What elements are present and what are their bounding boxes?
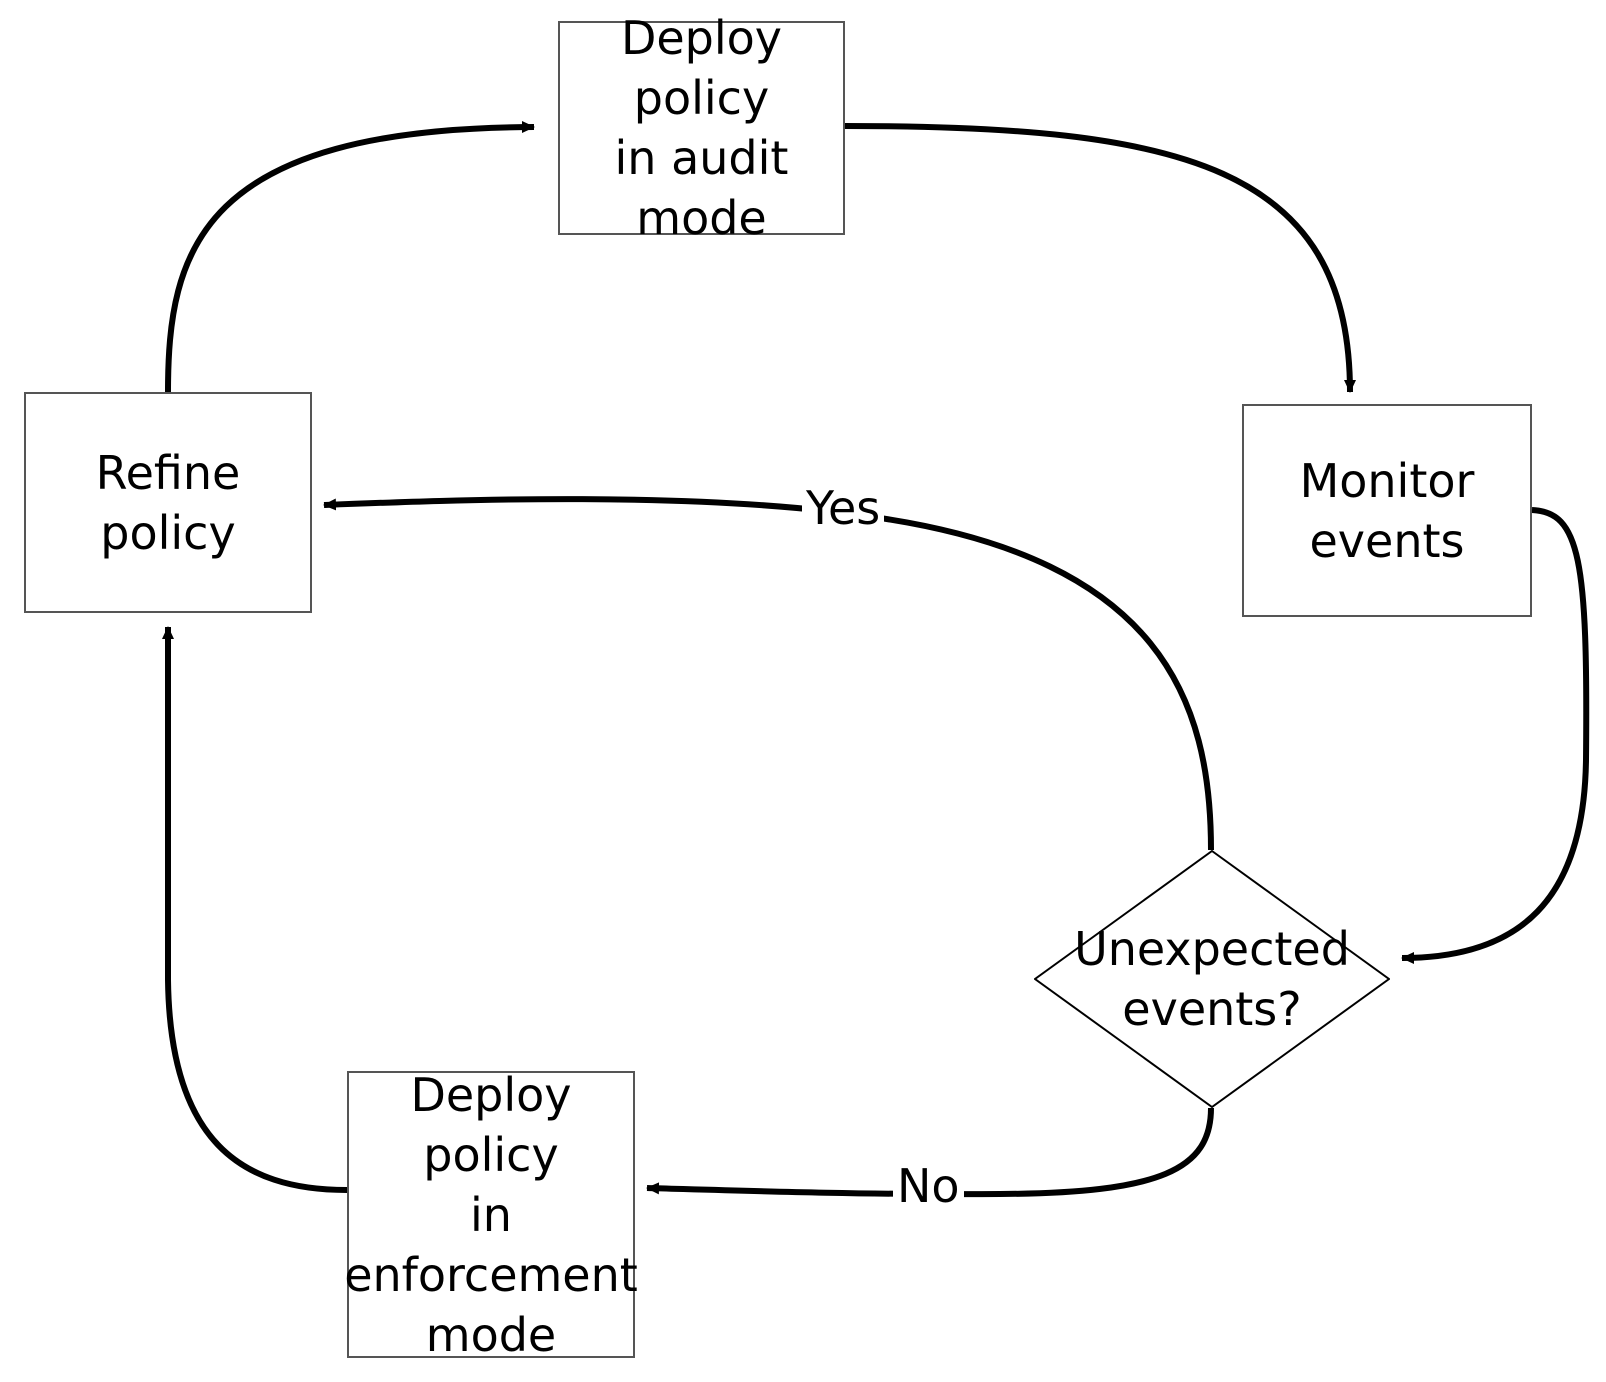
node-label: Deploy policy in enforcement mode: [344, 1067, 638, 1362]
node-label: Deploy policy in audit mode: [614, 11, 789, 245]
edge-monitor-to-decision: [1401, 507, 1590, 964]
node-label: Unexpected events?: [1074, 922, 1350, 1036]
node-refine-policy[interactable]: Refine policy: [24, 392, 312, 613]
edge-label-no: No: [893, 1160, 964, 1212]
node-label: Refine policy: [95, 445, 241, 560]
node-deploy-policy-audit-mode[interactable]: Deploy policy in audit mode: [558, 11, 845, 245]
edge-refine-to-audit: [165, 121, 535, 393]
node-monitor-events[interactable]: Monitor events: [1242, 404, 1532, 617]
edge-decision-no-to-enforcement: [646, 1107, 1214, 1198]
node-label: Monitor events: [1299, 453, 1475, 568]
edge-audit-to-monitor: [844, 123, 1356, 393]
edge-decision-yes-to-refine: [323, 496, 1214, 851]
node-deploy-policy-enforcement-mode[interactable]: Deploy policy in enforcement mode: [344, 1068, 638, 1362]
edge-label-yes: Yes: [802, 482, 885, 534]
node-unexpected-events-decision[interactable]: Unexpected events?: [1034, 850, 1390, 1108]
edge-enforcement-to-refine: [161, 626, 348, 1193]
diamond-shape: [1034, 850, 1390, 1108]
